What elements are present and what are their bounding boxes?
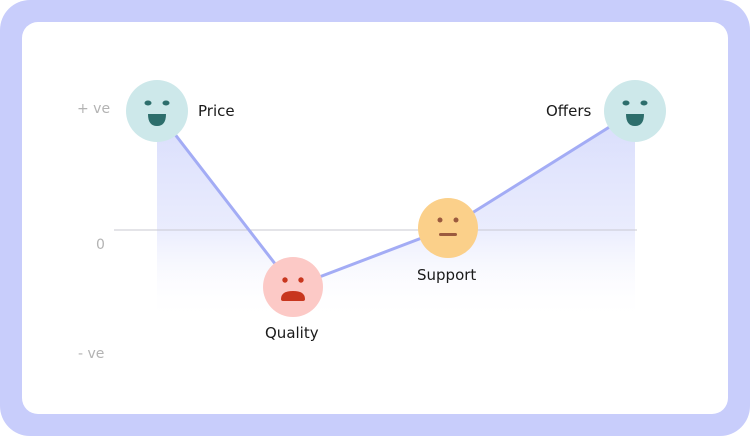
point-label-offers: Offers bbox=[546, 102, 592, 120]
sentiment-chart bbox=[114, 80, 666, 322]
y-label-positive: + ve bbox=[77, 101, 111, 117]
neutral-face-icon bbox=[418, 198, 478, 258]
point-label-support: Support bbox=[417, 266, 477, 284]
point-label-quality: Quality bbox=[265, 324, 319, 342]
y-label-negative: - ve bbox=[78, 346, 105, 362]
area-fill bbox=[157, 111, 635, 322]
sentiment-line bbox=[155, 109, 637, 289]
happy-face-icon bbox=[604, 80, 666, 142]
point-label-price: Price bbox=[198, 102, 235, 120]
happy-face-icon bbox=[126, 80, 188, 142]
y-label-zero: 0 bbox=[96, 237, 105, 253]
upset-face-icon bbox=[263, 257, 323, 317]
chart-card: + ve 0 - ve Price Quality Support Offers bbox=[22, 22, 728, 414]
